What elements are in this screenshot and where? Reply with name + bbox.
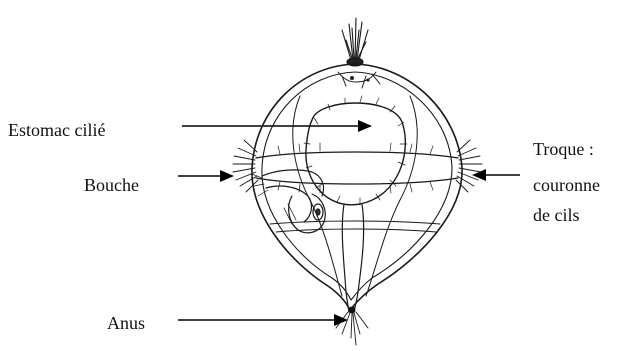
cilia-right <box>456 140 482 192</box>
label-estomac: Estomac cilié <box>8 120 105 140</box>
arrow-estomac <box>182 120 372 132</box>
body-outline <box>252 64 462 310</box>
label-bouche: Bouche <box>84 175 139 195</box>
label-troque-line2: couronne <box>533 175 600 195</box>
label-troque-line1: Troque : <box>533 139 594 159</box>
label-anus: Anus <box>107 313 145 333</box>
trochophore-larva <box>233 18 482 345</box>
arrow-anus <box>178 314 348 326</box>
label-troque-line3: de cils <box>533 205 580 225</box>
arrow-troque <box>472 169 520 181</box>
arrow-bouche <box>178 170 234 182</box>
apical-tuft <box>342 18 368 66</box>
stomach <box>304 96 407 205</box>
prototroch-ring <box>256 152 458 184</box>
anal-tuft <box>336 307 368 345</box>
intestine <box>342 204 363 312</box>
